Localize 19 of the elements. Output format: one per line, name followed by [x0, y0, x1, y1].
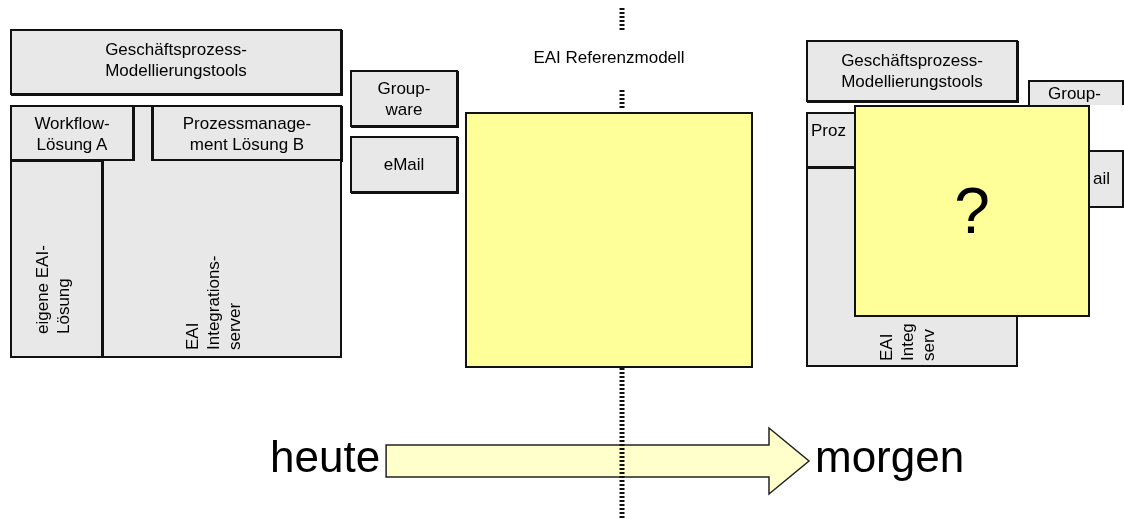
component-box: Geschäftsprozess- Modellierungstools [10, 29, 342, 95]
question-box: ? [854, 105, 1090, 317]
component-box: Group- [1028, 80, 1124, 105]
component-box: Group- ware [350, 70, 458, 127]
component-panel [10, 160, 103, 358]
box-heading: EAI Referenzmodell [532, 48, 686, 68]
component-box: ail [1090, 150, 1124, 208]
component-box: Workflow- Lösung A [10, 105, 134, 161]
component-panel [806, 317, 1018, 367]
vertical-label: EAI Integrations- server [182, 254, 245, 350]
stage-label: morgen [815, 432, 965, 482]
block-arrow [385, 426, 811, 496]
component-box: Geschäftsprozess- Modellierungstools [806, 40, 1018, 102]
component-box: Prozessmanage- ment Lösung B [152, 105, 342, 161]
component-box: eMail [350, 136, 458, 193]
component-box: Proz [806, 112, 854, 168]
vertical-label: eigene EAI- Lösung [32, 244, 74, 334]
stage-label: heute [270, 432, 381, 482]
vertical-label: EAI Integ serv [876, 322, 939, 361]
